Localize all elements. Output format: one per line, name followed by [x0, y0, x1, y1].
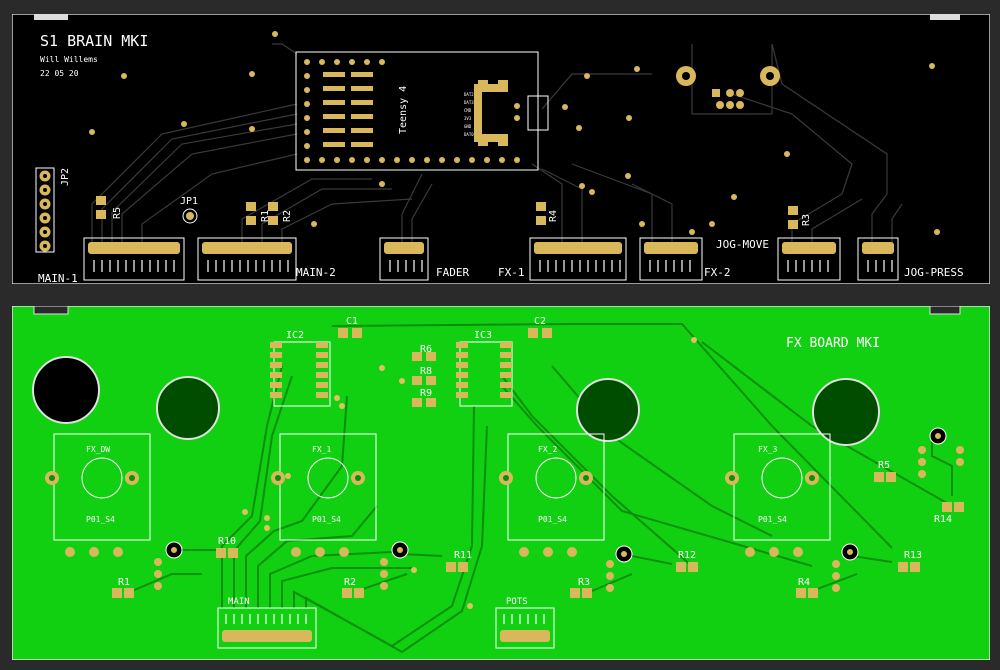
svg-text:DAT3: DAT3: [464, 100, 474, 105]
svg-text:CMD: CMD: [464, 108, 472, 113]
svg-text:DAT2: DAT2: [464, 92, 474, 97]
brain-resistor-pads: [96, 196, 798, 229]
teensy-label: Teensy 4: [398, 86, 409, 134]
ref-r3-top: R3: [801, 214, 812, 226]
svg-text:DAT0: DAT0: [464, 132, 474, 137]
ref-r3: R3: [578, 577, 590, 588]
pot-fx-2-name: FX_2: [538, 445, 557, 454]
r6-r8-r9-pads: [412, 352, 436, 407]
ref-r12: R12: [678, 550, 696, 561]
label-main-2: MAIN-2: [296, 266, 336, 279]
label-fx-2: FX-2: [704, 266, 731, 279]
pot-fx-2: [499, 433, 605, 557]
fx-board-svg: FX BOARD MKI IC2 IC3 C1 C2 R6 R8 R9: [11, 305, 991, 661]
pot-fx-1-name: FX_1: [312, 445, 331, 454]
ref-r6: R6: [420, 344, 432, 355]
label-fader: FADER: [436, 266, 469, 279]
fx-mount-tab-right: [929, 305, 961, 315]
pot-fx-1-part: P01_S4: [312, 515, 341, 524]
ref-r14: R14: [934, 514, 952, 525]
ref-r5: R5: [878, 460, 890, 471]
brain-connectors: [83, 237, 899, 281]
brain-author: Will Willems: [40, 55, 98, 64]
label-jog-press: JOG-PRESS: [904, 266, 964, 279]
ref-r4-top: R4: [548, 210, 559, 222]
jp1-pad: [186, 212, 194, 220]
svg-text:GND: GND: [464, 124, 472, 129]
brain-board: S1 BRAIN MKI Will Willems 22 05 20 JP2 J…: [11, 13, 991, 285]
jp1-pad-ring: [182, 208, 198, 224]
ref-jp2: JP2: [60, 168, 71, 186]
fx-pots-connector: [495, 607, 555, 649]
ref-ic3: IC3: [474, 330, 492, 341]
label-fx-1: FX-1: [498, 266, 525, 279]
fx-caps: [338, 328, 552, 338]
mount-holes: [32, 356, 880, 446]
trimmer-pads: [154, 427, 964, 592]
ref-c1: C1: [346, 316, 358, 327]
ref-c2: C2: [534, 316, 546, 327]
ref-r2-top: R2: [282, 210, 293, 222]
fx-traces: [131, 323, 953, 654]
ref-r1: R1: [118, 577, 130, 588]
mount-tab-right: [930, 14, 960, 20]
label-main: MAIN: [228, 597, 250, 607]
ref-r4: R4: [798, 577, 810, 588]
ref-r8: R8: [420, 366, 432, 377]
brain-traces: [91, 43, 903, 244]
svg-text:3V3: 3V3: [464, 116, 472, 121]
fx-mount-tab-left: [33, 305, 69, 315]
fx-vias: [242, 337, 697, 609]
ref-r2: R2: [344, 577, 356, 588]
fx-resistor-pads: [112, 472, 964, 598]
label-jog-move: JOG-MOVE: [716, 238, 769, 251]
label-pots: POTS: [506, 597, 528, 607]
ref-jp1: JP1: [180, 196, 198, 207]
fx-board-title: FX BOARD MKI: [786, 336, 880, 351]
ref-r13: R13: [904, 550, 922, 561]
brain-date: 22 05 20: [40, 69, 79, 78]
ref-r1-top: R1: [260, 210, 271, 222]
pot-fx-dw: [45, 433, 151, 557]
ic3: [456, 341, 513, 407]
ic2: [270, 341, 331, 407]
fx-board-outline: [11, 305, 991, 661]
pot-fx-2-part: P01_S4: [538, 515, 567, 524]
ref-r11: R11: [454, 550, 472, 561]
jog-encoder: [676, 66, 780, 109]
brain-board-svg: S1 BRAIN MKI Will Willems 22 05 20 JP2 J…: [11, 13, 991, 285]
ref-r5-top: R5: [112, 207, 123, 219]
pot-fx-dw-name: FX_DW: [86, 445, 110, 454]
mount-tab-left: [34, 14, 68, 20]
pot-fx-dw-part: P01_S4: [86, 515, 115, 524]
brain-title: S1 BRAIN MKI: [40, 32, 148, 50]
fx-main-connector: [217, 607, 317, 649]
label-main-1: MAIN-1: [38, 272, 78, 284]
pot-fx-3-name: FX_3: [758, 445, 777, 454]
fx-board: FX BOARD MKI IC2 IC3 C1 C2 R6 R8 R9: [11, 305, 991, 661]
pot-fx-1: [271, 433, 377, 557]
ref-r10: R10: [218, 536, 236, 547]
brain-board-outline: [11, 13, 991, 285]
jp2-header: [35, 167, 55, 253]
ref-r9: R9: [420, 388, 432, 399]
pot-fx-3-part: P01_S4: [758, 515, 787, 524]
pot-fx-3: [725, 433, 831, 557]
ref-ic2: IC2: [286, 330, 304, 341]
brain-vias: [89, 31, 940, 235]
